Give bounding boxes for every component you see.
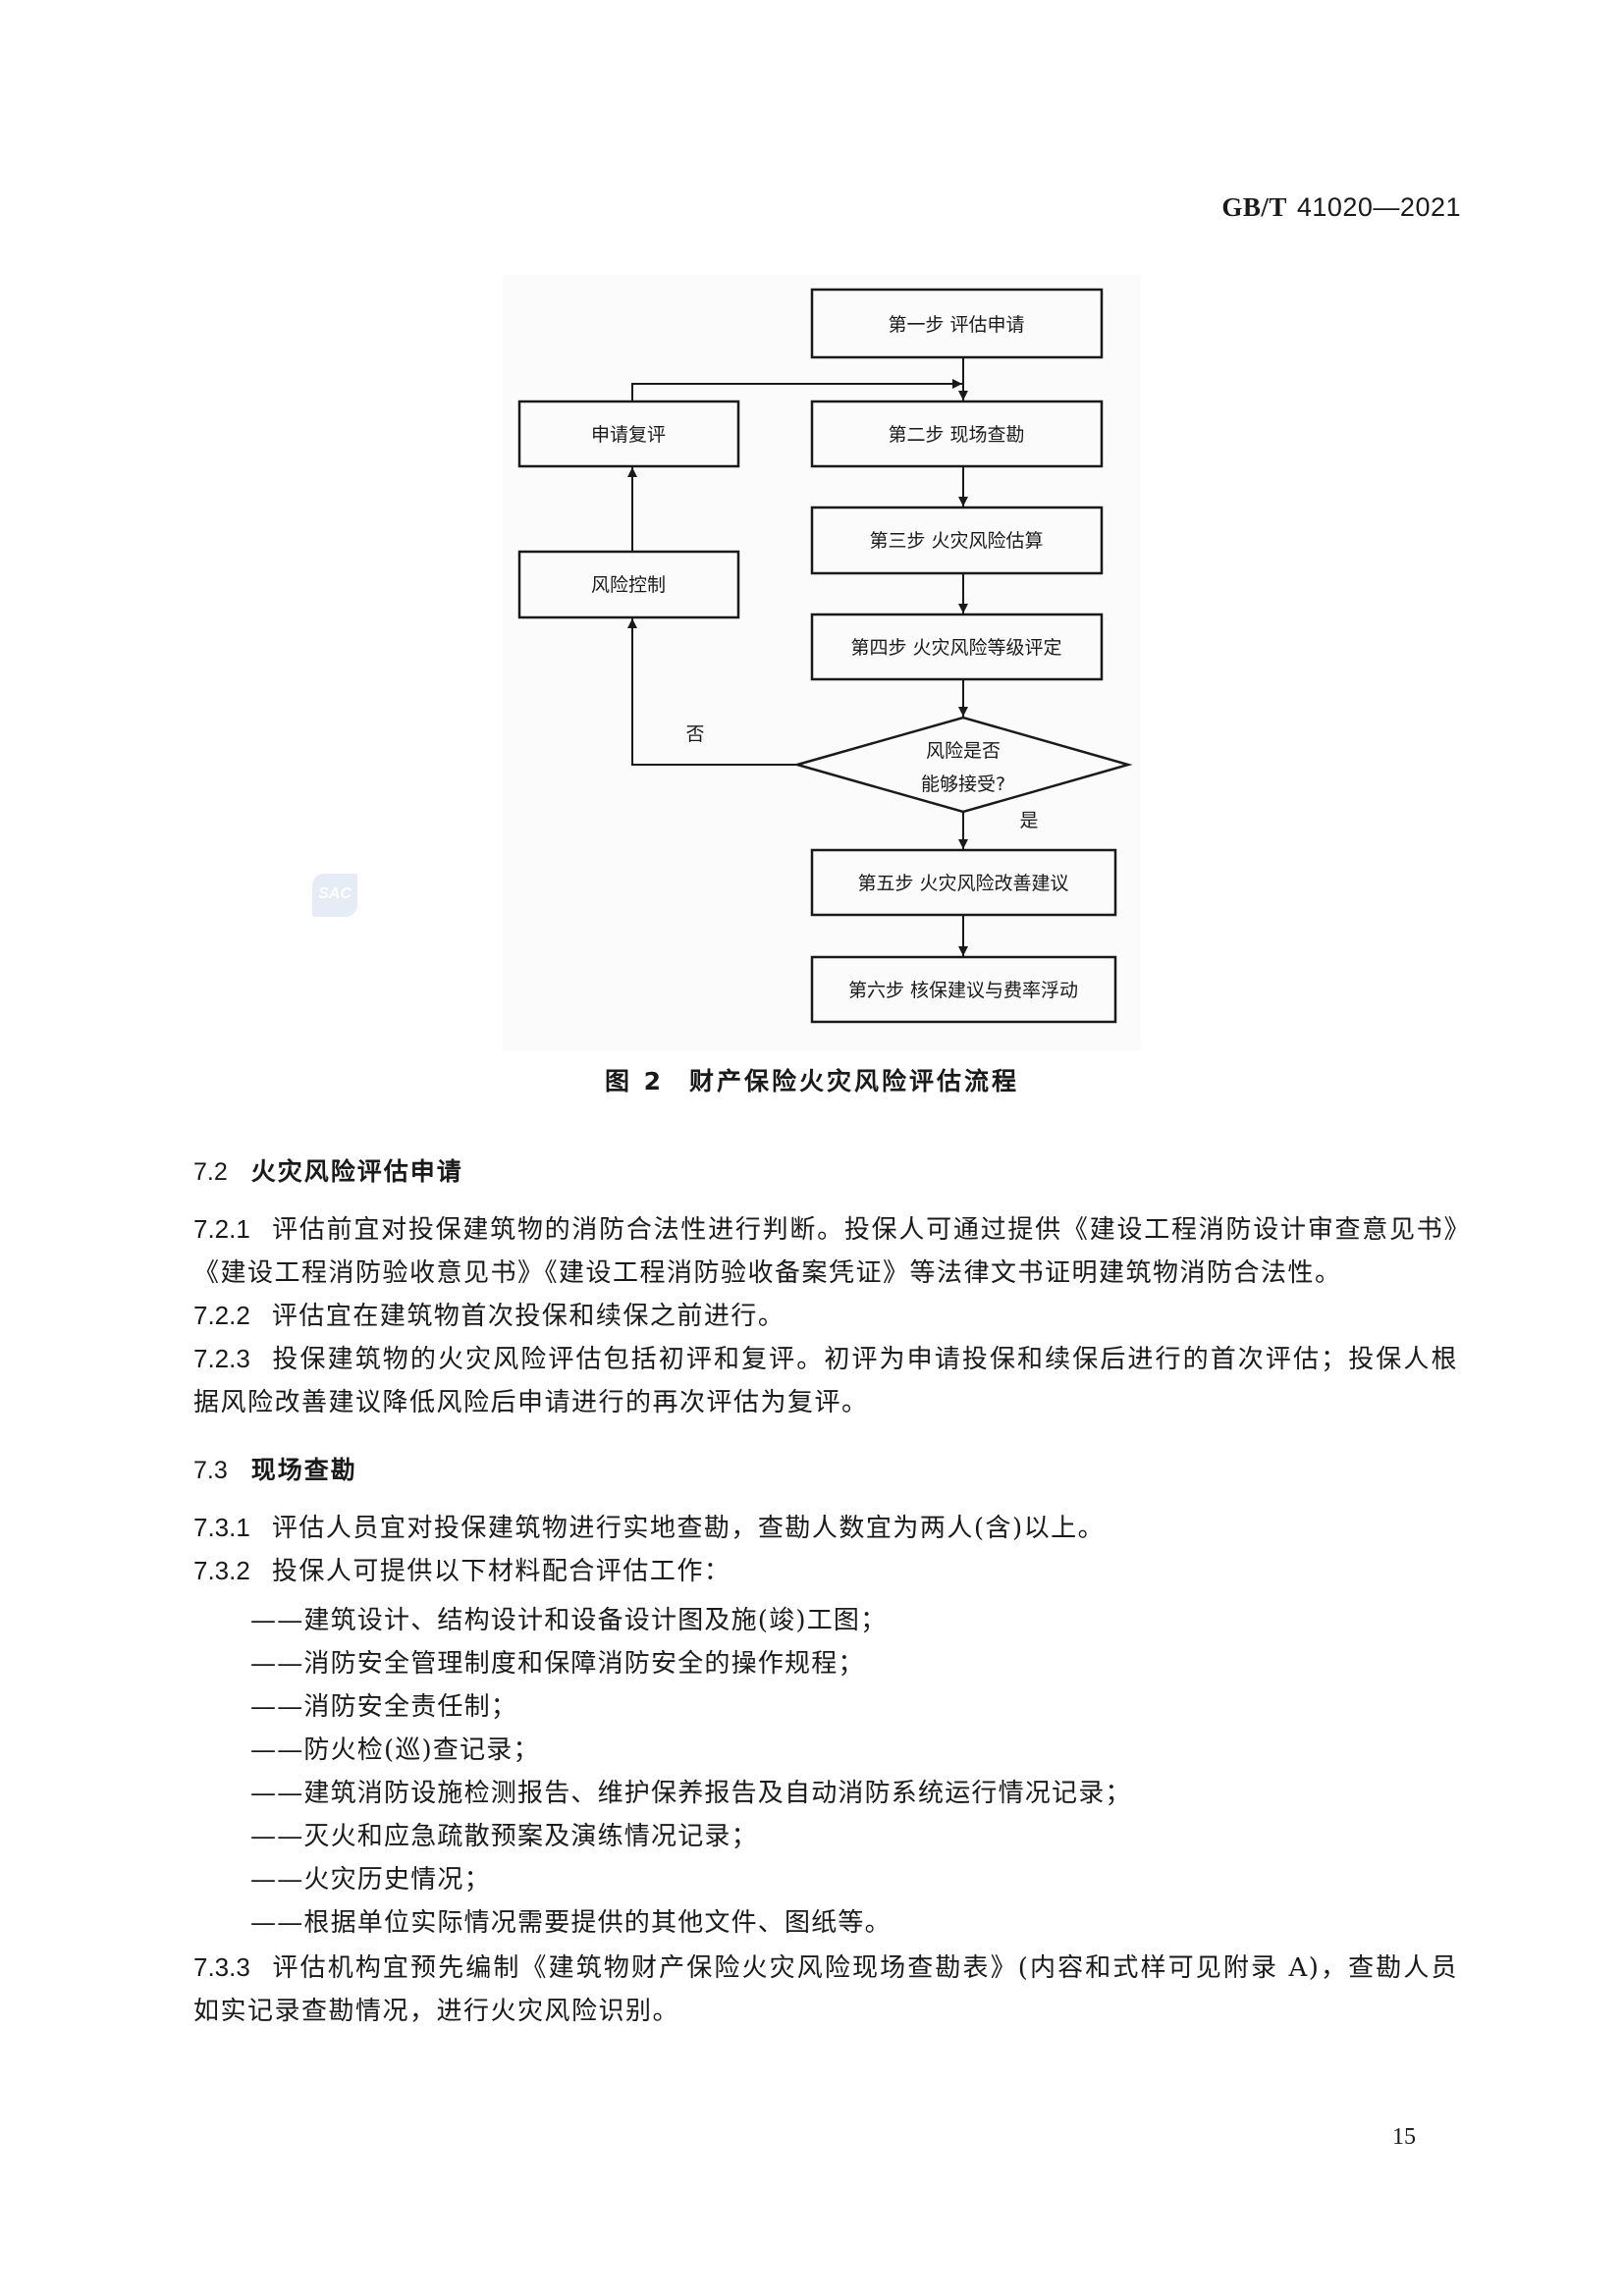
review-request-label: 申请复评 — [591, 424, 666, 446]
sac-watermark-logo: SAC — [312, 874, 357, 917]
step-6-label: 第六步 核保建议与费率浮动 — [848, 980, 1078, 1001]
standard-header: GB/T 41020—2021 — [1221, 192, 1461, 223]
materials-list-item: ——建筑设计、结构设计和设备设计图及施(竣)工图； — [250, 1606, 888, 1635]
section-heading-7-2: 7.2 火灾风险评估申请 — [193, 1152, 463, 1188]
clause-text: 投保建筑物的火灾风险评估包括初评和复评。初评为申请投保和续保后进行的首次评估；投… — [193, 1345, 1458, 1417]
clause-number: 7.3.3 — [193, 1952, 250, 1982]
page-number: 15 — [1392, 2124, 1416, 2150]
step-3-box — [810, 506, 1104, 575]
figure-caption: 图 2 财产保险火灾风险评估流程 — [0, 1062, 1624, 1097]
sac-logo-text: SAC — [318, 885, 352, 902]
materials-list-item: ——消防安全管理制度和保障消防安全的操作规程； — [250, 1649, 865, 1679]
yes-label: 是 — [1019, 810, 1038, 831]
materials-list-item: ——消防安全责任制； — [250, 1692, 518, 1722]
review-request-box — [517, 400, 740, 468]
figure-number: 图 2 — [604, 1067, 665, 1095]
clause-text: 评估前宜对投保建筑物的消防合法性进行判断。投保人可通过提供《建设工程消防设计审查… — [193, 1215, 1458, 1288]
materials-list-item: ——根据单位实际情况需要提供的其他文件、图纸等。 — [250, 1908, 892, 1938]
clause-number: 7.2.3 — [193, 1344, 250, 1373]
step-1-box — [810, 288, 1104, 359]
arrow-decision-no-to-control — [627, 618, 797, 766]
standard-prefix: GB/T — [1221, 192, 1287, 222]
clause-number: 7.3.1 — [193, 1513, 250, 1542]
clause-number: 7.2.1 — [193, 1214, 250, 1244]
clause-text: 评估机构宜预先编制《建筑物财产保险火灾风险现场查勘表》(内容和式样可见附录 A)… — [193, 1953, 1458, 2026]
step-2-box — [810, 400, 1104, 468]
step-5-label: 第五步 火灾风险改善建议 — [857, 873, 1068, 894]
section-number: 7.2 — [193, 1158, 228, 1186]
section-heading-7-3: 7.3 现场查勘 — [193, 1451, 357, 1486]
materials-list-item: ——火灾历史情况； — [250, 1865, 491, 1895]
step-4-label: 第四步 火灾风险等级评定 — [850, 637, 1061, 659]
clause-text: 评估宜在建筑物首次投保和续保之前进行。 — [271, 1302, 785, 1331]
section-title: 火灾风险评估申请 — [250, 1157, 463, 1186]
clause-7-3-1: 7.3.1 评估人员宜对投保建筑物进行实地查勘，查勘人数宜为两人(含)以上。 — [193, 1506, 1458, 1550]
clause-7-2-2: 7.2.2 评估宜在建筑物首次投保和续保之前进行。 — [193, 1294, 1458, 1338]
clause-7-3-2: 7.3.2 投保人可提供以下材料配合评估工作： — [193, 1549, 1458, 1593]
materials-list-item: ——建筑消防设施检测报告、维护保养报告及自动消防系统运行情况记录； — [250, 1779, 1132, 1808]
decision-label-line1: 风险是否 — [926, 740, 1001, 762]
decision-diamond — [792, 716, 1133, 814]
figure-title: 财产保险火灾风险评估流程 — [689, 1067, 1020, 1095]
materials-list-item: ——防火检(巡)查记录； — [250, 1735, 540, 1765]
step-1-label: 第一步 评估申请 — [888, 314, 1024, 336]
step-3-label: 第三步 火灾风险估算 — [869, 530, 1043, 552]
section-number: 7.3 — [193, 1457, 228, 1484]
step-2-label: 第二步 现场查勘 — [888, 424, 1024, 446]
risk-control-label: 风险控制 — [591, 574, 666, 596]
arrow-review-to-step2 — [631, 379, 962, 401]
materials-list-item: ——灭火和应急疏散预案及演练情况记录； — [250, 1822, 758, 1851]
clause-text: 评估人员宜对投保建筑物进行实地查勘，查勘人数宜为两人(含)以上。 — [271, 1514, 1106, 1543]
risk-control-box — [517, 550, 740, 619]
figure-background — [503, 275, 1141, 1050]
no-label: 否 — [685, 723, 704, 745]
clause-text: 投保人可提供以下材料配合评估工作： — [271, 1557, 731, 1586]
section-title: 现场查勘 — [250, 1456, 357, 1484]
flowchart: 第一步 评估申请 第二步 现场查勘 第三步 火灾风险估算 第四步 火灾风险等级评… — [517, 288, 1133, 1024]
clause-number: 7.3.2 — [193, 1556, 250, 1585]
step-4-box — [810, 613, 1104, 681]
decision-label-line2: 能够接受? — [921, 774, 1005, 795]
step-6-box — [810, 955, 1117, 1024]
clause-number: 7.2.2 — [193, 1301, 250, 1330]
standard-number: 41020—2021 — [1296, 192, 1461, 222]
